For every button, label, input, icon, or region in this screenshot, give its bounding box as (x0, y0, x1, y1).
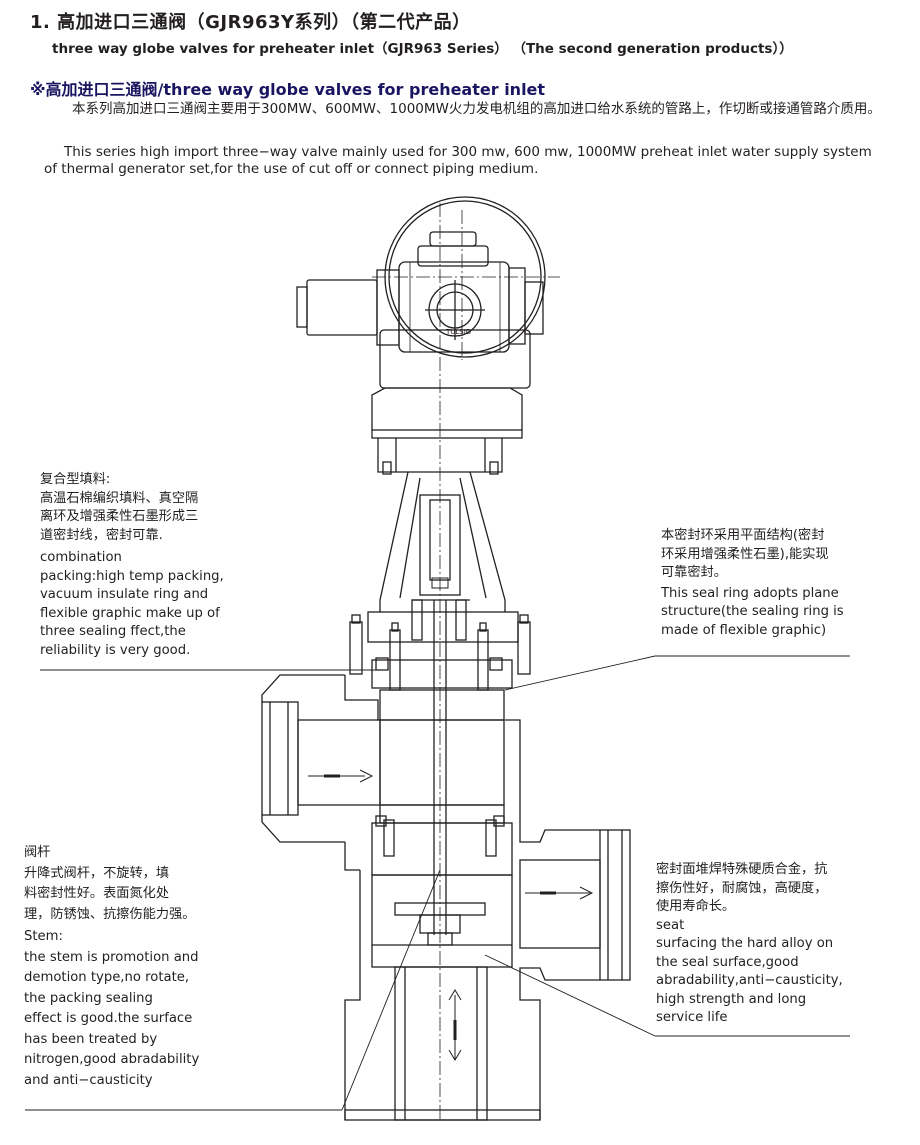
handwheel (384, 196, 546, 358)
packing-body-cn: 高温石棉编织填料、真空隔 离环及增强柔性石墨形成三 道密封线，密封可靠. (40, 490, 199, 543)
bottom-outlet (344, 966, 541, 1121)
stem-body-en: the stem is promotion and demotion type,… (24, 949, 200, 1088)
inlet-port (261, 701, 381, 816)
intro-en: This series high import three−way valve … (44, 144, 872, 177)
stem-title-cn: 阀杆 (24, 845, 51, 860)
yoke (379, 471, 506, 612)
packing-title-cn: 复合型填料: (40, 472, 111, 487)
stem-body-cn: 升降式阀杆，不旋转，填 料密封性好。表面氮化处 理，防锈蚀、抗擦伤能力强。 (24, 865, 196, 922)
actuator-label: TULSID (445, 328, 471, 336)
callout-stem: 阀杆 升降式阀杆，不旋转，填 料密封性好。表面氮化处 理，防锈蚀、抗擦伤能力强。… (24, 843, 264, 1091)
outlet-port (519, 829, 631, 981)
callout-seal-ring: 本密封环采用平面结构(密封 环采用增强柔性石墨),能实现 可靠密封。 This … (661, 527, 891, 640)
callout-packing: 复合型填料: 高温石棉编织填料、真空隔 离环及增强柔性石墨形成三 道密封线，密封… (40, 471, 280, 660)
seat-title-en: seat (656, 917, 685, 933)
page-title: 1. 高加进口三通阀（GJR963Y系列）（第二代产品） (30, 12, 471, 33)
seat-body-en: surfacing the hard alloy on the seal sur… (656, 936, 843, 1025)
section-title: ※高加进口三通阀/three way globe valves for preh… (30, 80, 546, 99)
intro-cn: 本系列高加进口三通阀主要用于300MW、600MW、1000MW火力发电机组的高… (72, 101, 881, 117)
callout-seat: 密封面堆焊特殊硬质合金，抗 擦伤性好，耐腐蚀，高硬度， 使用寿命长。 seat … (656, 861, 896, 1028)
seal-ring-body-cn: 本密封环采用平面结构(密封 环采用增强柔性石墨),能实现 可靠密封。 (661, 528, 829, 580)
seat-body-cn: 密封面堆焊特殊硬质合金，抗 擦伤性好，耐腐蚀，高硬度， 使用寿命长。 (656, 862, 828, 914)
leader-lines (25, 655, 850, 1111)
electric-actuator (296, 231, 544, 389)
stem (433, 600, 447, 935)
bonnet-flange (349, 599, 531, 721)
seal-ring-body-en: This seal ring adopts plane structure(th… (661, 585, 844, 638)
valve-body (261, 674, 600, 1120)
stem-title-en: Stem: (24, 929, 63, 944)
packing-body-en: combination packing:high temp packing, v… (40, 550, 224, 658)
page-subtitle-en: three way globe valves for preheater inl… (52, 41, 793, 57)
gearbox (371, 387, 523, 475)
